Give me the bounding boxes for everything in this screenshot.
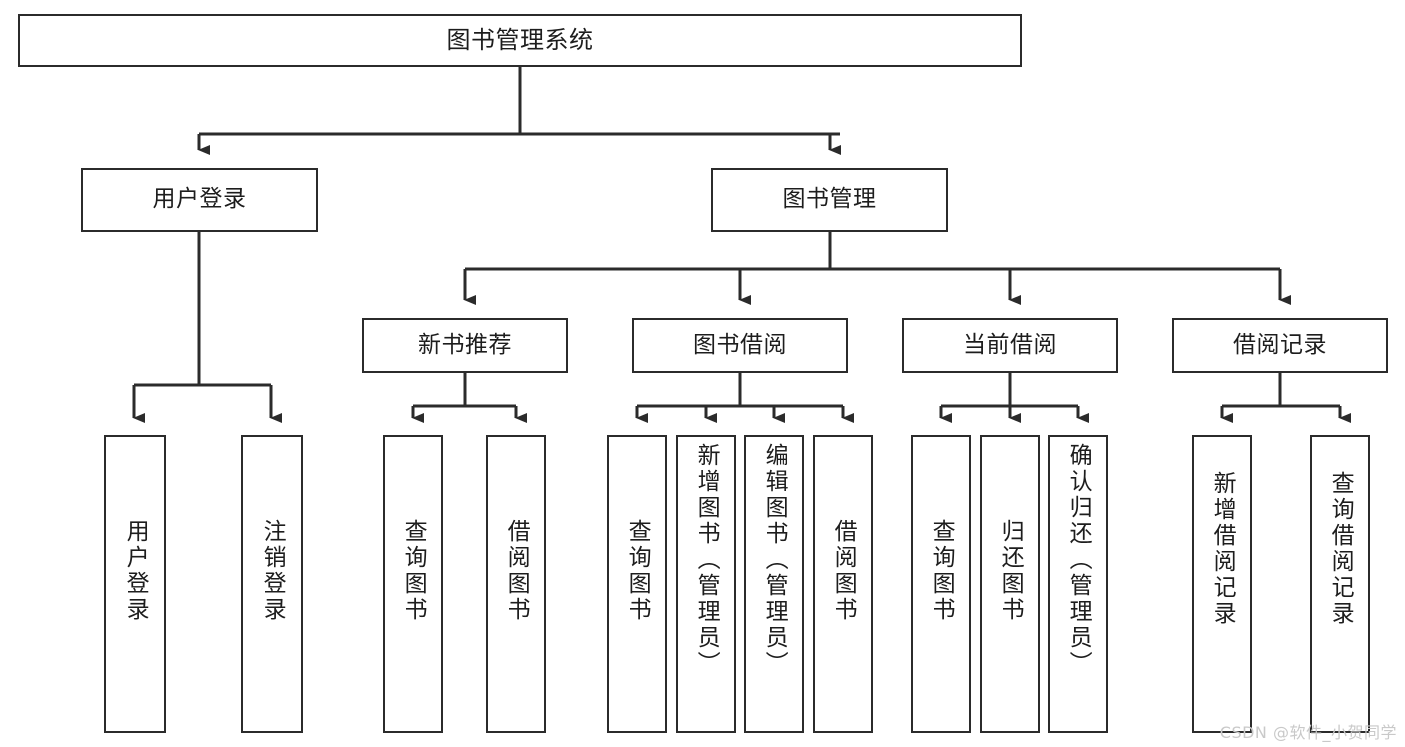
node-label: 编辑图书（管理员） bbox=[761, 443, 788, 677]
node-label: 注销登录 bbox=[259, 519, 286, 623]
node-leaf-borrow-book-1[interactable]: 借阅图书 bbox=[486, 435, 546, 733]
node-leaf-user-logout[interactable]: 注销登录 bbox=[241, 435, 303, 733]
node-label: 用户登录 bbox=[152, 186, 247, 213]
watermark: CSDN @软件_小贺同学 bbox=[1219, 723, 1397, 742]
node-label: 查询借阅记录 bbox=[1327, 471, 1354, 627]
node-user-login[interactable]: 用户登录 bbox=[81, 168, 318, 232]
node-leaf-query-book-1[interactable]: 查询图书 bbox=[383, 435, 443, 733]
node-leaf-query-book-2[interactable]: 查询图书 bbox=[607, 435, 667, 733]
node-label: 图书管理 bbox=[782, 186, 877, 213]
node-label: 当前借阅 bbox=[963, 331, 1057, 358]
node-leaf-return-book[interactable]: 归还图书 bbox=[980, 435, 1040, 733]
node-label: 新书推荐 bbox=[418, 331, 512, 358]
node-leaf-add-record[interactable]: 新增借阅记录 bbox=[1192, 435, 1252, 733]
node-label: 归还图书 bbox=[997, 519, 1024, 623]
node-leaf-borrow-book-2[interactable]: 借阅图书 bbox=[813, 435, 873, 733]
node-borrow-record[interactable]: 借阅记录 bbox=[1172, 318, 1388, 373]
node-label: 确认归还（管理员） bbox=[1065, 443, 1092, 677]
node-leaf-query-record[interactable]: 查询借阅记录 bbox=[1310, 435, 1370, 733]
node-label: 新增图书（管理员） bbox=[693, 443, 720, 677]
node-book-borrow[interactable]: 图书借阅 bbox=[632, 318, 848, 373]
node-label: 图书管理系统 bbox=[446, 26, 594, 55]
node-label: 借阅图书 bbox=[830, 519, 857, 623]
node-leaf-confirm-return[interactable]: 确认归还（管理员） bbox=[1048, 435, 1108, 733]
node-label: 新增借阅记录 bbox=[1209, 471, 1236, 627]
node-leaf-user-login[interactable]: 用户登录 bbox=[104, 435, 166, 733]
node-label: 查询图书 bbox=[928, 519, 955, 623]
node-book-manage[interactable]: 图书管理 bbox=[711, 168, 948, 232]
node-label: 借阅图书 bbox=[503, 519, 530, 623]
node-label: 图书借阅 bbox=[693, 331, 787, 358]
node-book-management-system[interactable]: 图书管理系统 bbox=[18, 14, 1022, 67]
node-label: 查询图书 bbox=[400, 519, 427, 623]
node-label: 查询图书 bbox=[624, 519, 651, 623]
node-label: 用户登录 bbox=[122, 519, 149, 623]
node-current-borrow[interactable]: 当前借阅 bbox=[902, 318, 1118, 373]
node-leaf-query-book-3[interactable]: 查询图书 bbox=[911, 435, 971, 733]
node-leaf-add-book[interactable]: 新增图书（管理员） bbox=[676, 435, 736, 733]
node-new-book-recommend[interactable]: 新书推荐 bbox=[362, 318, 568, 373]
node-leaf-edit-book[interactable]: 编辑图书（管理员） bbox=[744, 435, 804, 733]
node-label: 借阅记录 bbox=[1233, 331, 1327, 358]
